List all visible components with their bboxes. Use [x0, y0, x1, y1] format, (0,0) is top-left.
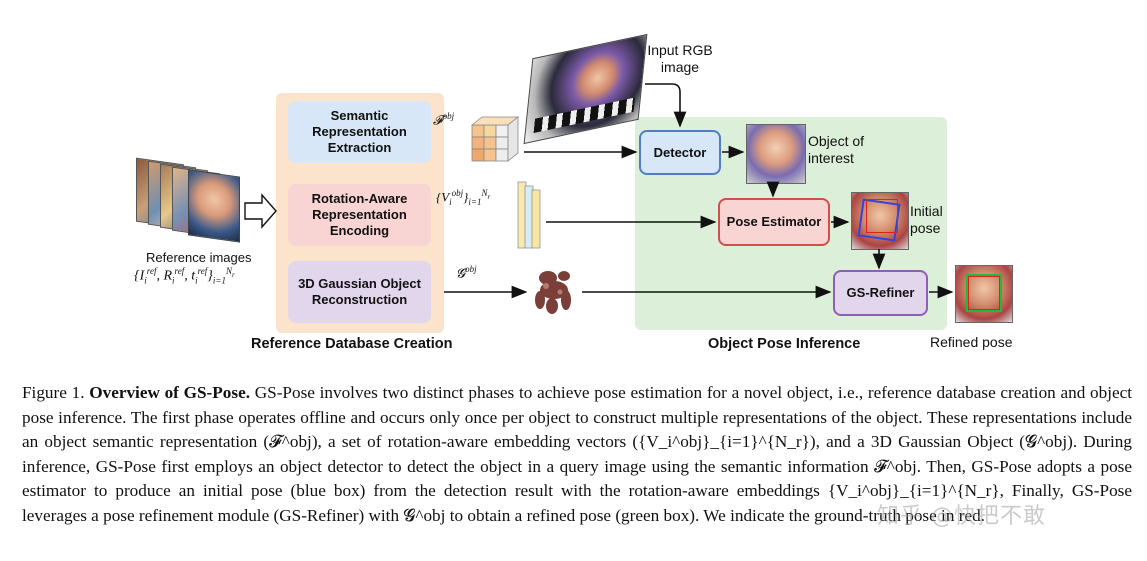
initial-pose-label: Initial pose [910, 203, 943, 236]
gs-refiner-box: GS-Refiner [833, 270, 928, 316]
caption-text: GS-Pose involves two distinct phases to … [22, 383, 1133, 525]
flow-arrows [444, 83, 954, 299]
refined-pose-label: Refined pose [930, 334, 1013, 350]
v-obj-label: {Viobj}i=1Nr [436, 188, 491, 207]
caption-title: Overview of GS-Pose. [89, 383, 250, 402]
figure-label: Figure 1. [22, 383, 85, 402]
rotation-aware-encoding-box: Rotation-Aware Representation Encoding [288, 184, 431, 246]
watermark: 知乎 @快把不敢 [877, 504, 1046, 529]
f-obj-label: 𝓕obj [433, 111, 455, 128]
object-of-interest-label: Object of interest [808, 133, 865, 166]
gaussian-object-icon [535, 271, 571, 314]
gaussian-reconstruction-box: 3D Gaussian Object Reconstruction [288, 261, 431, 323]
semantic-representation-box: Semantic Representation Extraction [288, 101, 431, 163]
input-rgb-label: Input RGB image [647, 42, 713, 75]
refined-pose-image [955, 265, 1013, 323]
feature-cube-icon [470, 116, 520, 162]
hollow-arrow-icon [244, 193, 277, 229]
reference-database-label: Reference Database Creation [251, 336, 453, 352]
figure-caption: Figure 1. Overview of GS-Pose. GS-Pose i… [22, 381, 1132, 528]
initial-pose-image [851, 192, 909, 250]
g-obj-label: 𝓖obj [456, 264, 477, 281]
pose-estimator-box: Pose Estimator [718, 198, 830, 246]
detector-box: Detector [639, 130, 721, 175]
object-pose-inference-label: Object Pose Inference [708, 336, 861, 352]
reference-images-math: {Iiref, Riref, tiref}i=1Nr [134, 266, 235, 286]
reference-images-label: Reference images [146, 250, 252, 265]
embedding-vectors-icon [517, 181, 541, 249]
